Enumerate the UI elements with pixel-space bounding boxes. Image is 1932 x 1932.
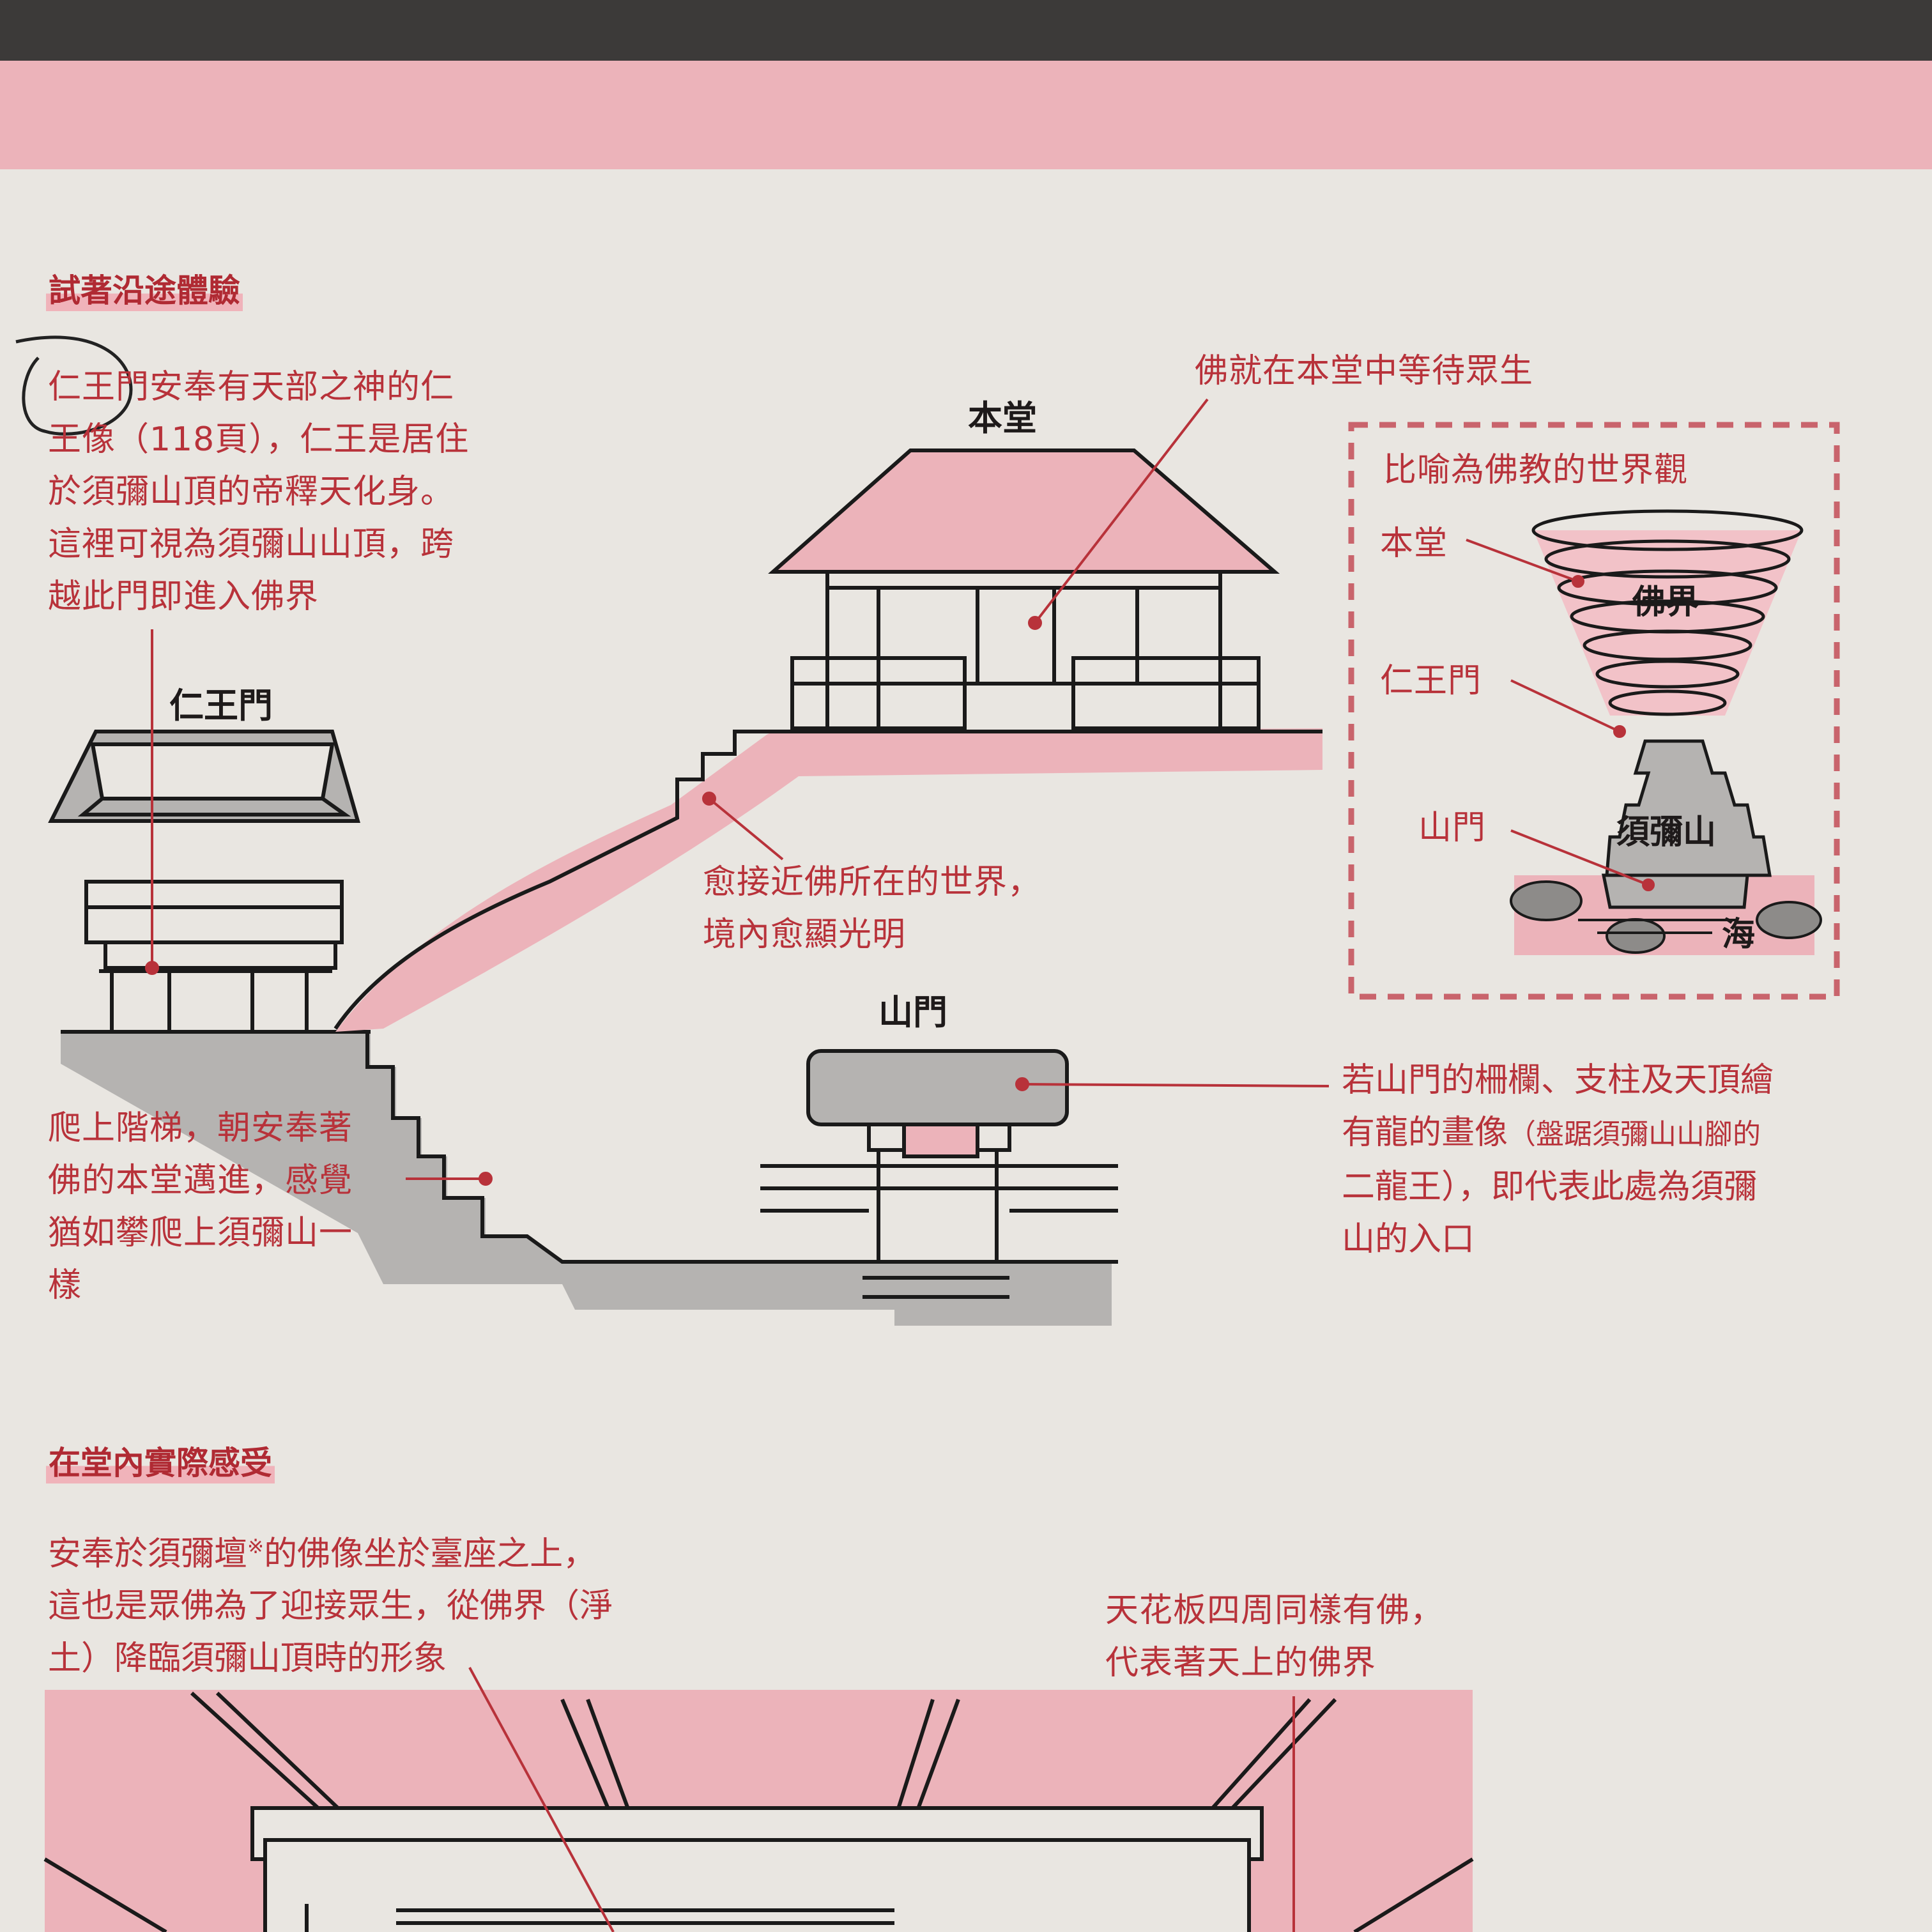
note-sanmon: 若山門的柵欄、支柱及天頂繪 有龍的畫像（盤踞須彌山山腳的 二龍王），即代表此處為… (1342, 1054, 1774, 1266)
note-sanmon-line3: 二龍王），即代表此處為須彌 山的入口 (1342, 1168, 1758, 1259)
sanmon-drawing (760, 1049, 1118, 1299)
upper-stairs (334, 730, 1322, 1030)
note-approach: 愈接近佛所在的世界， 境內愈顯光明 (703, 863, 1042, 954)
note-altar-line1b: 的佛像坐於臺座之上， (264, 1535, 597, 1574)
worldview-buddha-realm: 佛界 (1632, 583, 1699, 622)
note-altar-mark: ※ (247, 1535, 264, 1558)
worldview-hondo: 本堂 (1380, 525, 1448, 563)
note-ceiling: 天花板四周同樣有佛， 代表著天上的佛界 (1105, 1591, 1445, 1682)
hall-interior-drawing (43, 1690, 1474, 1932)
hondo-drawing (768, 448, 1280, 732)
heading-route: 試著沿途體驗 (46, 265, 243, 311)
worldview-sea: 海 (1722, 916, 1756, 954)
note-stairs: 爬上階梯，朝安奉著 佛的本堂邁進，感覺 猶如攀爬上須彌山一 樣 (48, 1109, 353, 1305)
label-hondo: 本堂 (968, 398, 1037, 438)
heading-inside: 在堂內實際感受 (46, 1438, 275, 1483)
pink-header-band (0, 61, 1932, 169)
label-niomon: 仁王門 (169, 686, 273, 726)
slope-pink (335, 728, 1322, 1032)
note-sanmon-aside: （盤踞須彌山山腳的 (1508, 1118, 1761, 1151)
handwritten-circle (15, 335, 133, 436)
note-sanmon-line1: 若山門的柵欄、支柱及天頂繪 (1342, 1061, 1774, 1100)
worldview-sanmon: 山門 (1418, 809, 1487, 847)
worldview-diagram (1510, 509, 1822, 955)
label-sanmon: 山門 (878, 992, 947, 1032)
note-altar-rest: 這也是眾佛為了迎接眾生，從佛界（淨 土）降臨須彌山頂時的形象 (48, 1587, 613, 1678)
note-niomon: 仁王門安奉有天部之神的仁 王像（118頁），仁王是居住 於須彌山頂的帝釋天化身。… (48, 368, 470, 616)
dark-background (0, 0, 1932, 70)
note-altar: 安奉於須彌壇※的佛像坐於臺座之上， 這也是眾佛為了迎接眾生，從佛界（淨 土）降臨… (48, 1521, 613, 1685)
worldview-title: 比喻為佛教的世界觀 (1383, 451, 1689, 489)
note-sanmon-line2: 有龍的畫像 (1342, 1114, 1508, 1152)
note-altar-line1a: 安奉於須彌壇 (48, 1535, 248, 1574)
worldview-sumeru: 須彌山 (1616, 813, 1717, 852)
lower-stairs (365, 1032, 1112, 1264)
worldview-dashed-box (1348, 422, 1840, 1000)
worldview-niomon: 仁王門 (1380, 662, 1482, 700)
ground-gray (61, 1032, 1112, 1326)
niomon-gate-drawing (48, 730, 360, 1032)
note-hondo: 佛就在本堂中等待眾生 (1195, 352, 1534, 390)
leader-lines (145, 398, 1655, 1932)
